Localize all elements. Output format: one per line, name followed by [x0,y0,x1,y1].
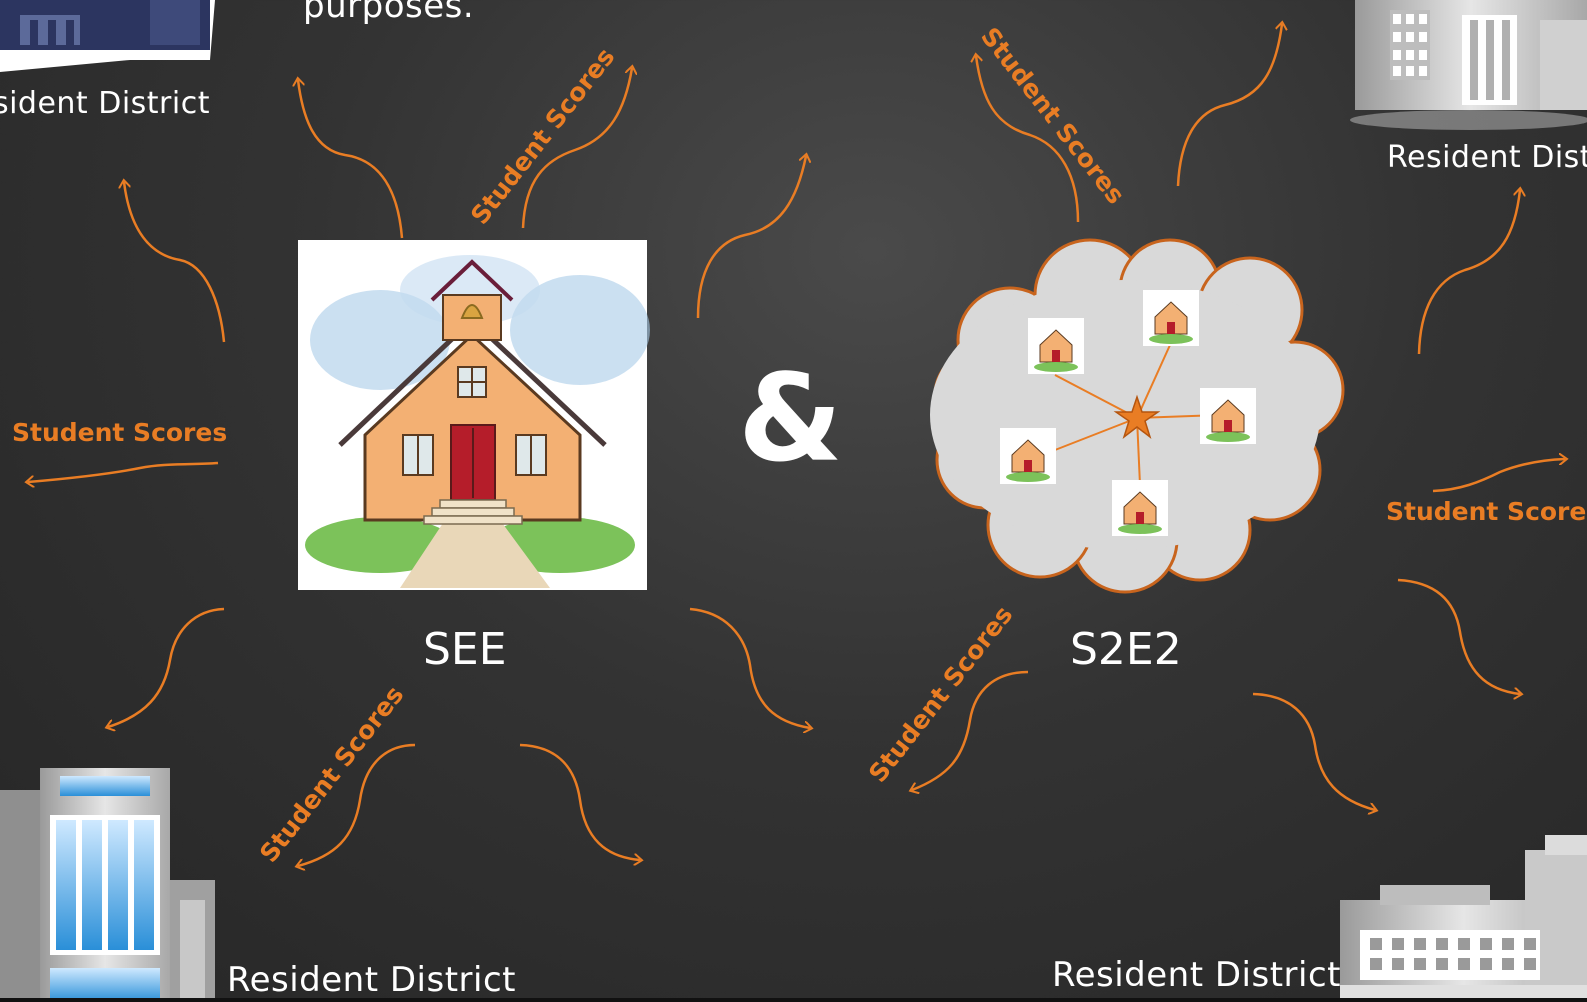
resident-district-label-bottom-left: Resident District [227,960,516,1000]
arrow [1432,459,1565,493]
student-scores-label-left: Student Scores [12,418,228,447]
building-top-left [0,0,215,72]
s2e2-cloud-network [930,238,1345,594]
arrow [1252,692,1375,810]
s2e2-label: S2E2 [1070,624,1182,675]
student-scores-label-right: Student Scores [1386,497,1587,526]
mini-schoolhouse-icon [1112,480,1168,536]
arrow [28,461,219,482]
arrow [689,607,810,728]
mini-schoolhouse-icon [1000,428,1056,484]
resident-district-label-bottom-right: Resident District [1052,955,1341,995]
arrow [521,68,632,229]
arrow [519,743,640,860]
arrow [298,743,416,866]
arrow [1397,578,1520,694]
mini-schoolhouse-icon [1200,388,1256,444]
building-top-right [1350,0,1587,130]
arrow [298,80,404,239]
header-fragment-text: purposes. [303,0,475,26]
resident-district-label-top-left: Resident District [0,86,210,121]
see-schoolhouse-image [298,240,650,590]
arrow [108,607,225,727]
bottom-edge [0,998,1587,1002]
arrow [976,56,1080,223]
arrow [124,182,226,343]
resident-district-label-top-right: Resident District [1387,140,1587,175]
star-hub-icon [1113,394,1161,440]
building-bottom-left [0,768,215,1002]
arrow [1176,24,1282,187]
see-label: SEE [423,624,507,675]
building-bottom-right [1340,835,1587,1002]
ampersand-symbol: & [738,350,843,489]
flow-arrows [28,24,1565,866]
mini-schoolhouse-icon [1143,290,1199,346]
mini-schoolhouse-icon [1028,318,1084,374]
arrow [1417,190,1520,355]
arrow [912,670,1029,790]
arrow [696,156,806,319]
